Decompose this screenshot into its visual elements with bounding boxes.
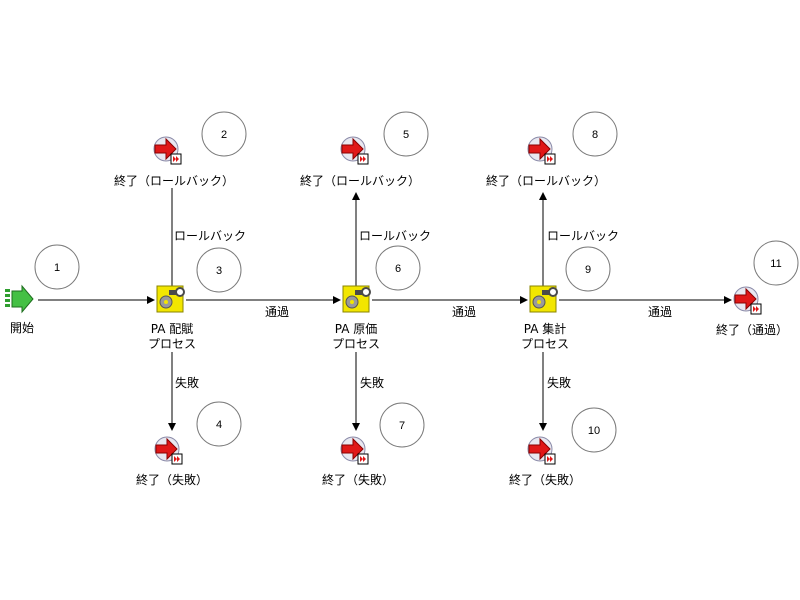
step-number-7: 7	[379, 402, 425, 448]
process-label-line1: PA 配賦	[151, 322, 194, 336]
end-arrow-icon	[733, 286, 762, 315]
step-number-3: 3	[196, 247, 242, 293]
step-number-4: 4	[196, 401, 242, 447]
svg-text:4: 4	[216, 419, 222, 431]
start-arrow-icon	[4, 285, 34, 313]
end-label: 終了（ロールバック）	[486, 173, 606, 188]
step-number-8: 8	[572, 111, 618, 157]
process-node-allocation[interactable]: PA 配賦 プロセス	[148, 285, 196, 351]
edge-label-fail-2: 失敗	[360, 375, 384, 390]
svg-text:2: 2	[221, 129, 227, 141]
process-node-summary[interactable]: PA 集計 プロセス	[521, 285, 569, 351]
step-number-1: 1	[34, 244, 80, 290]
end-arrow-icon	[340, 436, 369, 465]
svg-text:10: 10	[588, 425, 600, 437]
svg-text:1: 1	[54, 262, 60, 274]
process-gear-icon	[156, 285, 185, 313]
step-number-6: 6	[375, 245, 421, 291]
end-label: 終了（ロールバック）	[300, 173, 420, 188]
end-label: 終了（失敗）	[136, 472, 208, 487]
svg-text:7: 7	[399, 420, 405, 432]
process-node-cost[interactable]: PA 原価 プロセス	[332, 285, 380, 351]
end-node-pass[interactable]: 終了（通過）	[716, 286, 788, 337]
svg-text:5: 5	[403, 129, 409, 141]
end-label: 終了（失敗）	[322, 472, 394, 487]
edge-label-rollback-3: ロールバック	[547, 229, 619, 243]
end-arrow-icon	[340, 136, 369, 165]
end-node-rollback-1[interactable]: 終了（ロールバック）	[114, 136, 234, 188]
process-label-line1: PA 集計	[524, 321, 567, 336]
end-node-rollback-2[interactable]: 終了（ロールバック）	[300, 136, 420, 188]
end-node-fail-1[interactable]: 終了（失敗）	[136, 436, 208, 487]
edge-label-pass-2: 通過	[452, 305, 476, 319]
svg-text:9: 9	[585, 264, 591, 276]
end-node-rollback-3[interactable]: 終了（ロールバック）	[486, 136, 606, 188]
end-arrow-icon	[527, 436, 556, 465]
svg-text:8: 8	[592, 129, 598, 141]
process-label-line1: PA 原価	[335, 322, 378, 336]
edge-label-fail-1: 失敗	[175, 375, 199, 390]
step-number-2: 2	[201, 111, 247, 157]
svg-text:3: 3	[216, 265, 222, 277]
process-gear-icon	[529, 285, 558, 313]
end-node-fail-2[interactable]: 終了（失敗）	[322, 436, 394, 487]
end-label: 終了（失敗）	[509, 472, 581, 487]
end-arrow-icon	[153, 136, 182, 165]
end-arrow-icon	[527, 136, 556, 165]
start-node[interactable]: 開始	[4, 285, 34, 335]
process-label-line2: プロセス	[332, 337, 380, 351]
edge-label-pass-3: 通過	[648, 305, 672, 319]
start-label: 開始	[10, 321, 34, 335]
step-number-10: 10	[571, 407, 617, 453]
edge-label-rollback-1: ロールバック	[174, 229, 246, 243]
end-arrow-icon	[154, 436, 183, 465]
process-label-line2: プロセス	[148, 337, 196, 351]
svg-text:6: 6	[395, 263, 401, 275]
end-label: 終了（通過）	[716, 322, 788, 337]
process-gear-icon	[342, 285, 371, 313]
edge-label-rollback-2: ロールバック	[359, 229, 431, 243]
step-number-5: 5	[383, 111, 429, 157]
process-label-line2: プロセス	[521, 337, 569, 351]
step-number-11: 11	[753, 240, 799, 286]
step-number-9: 9	[565, 246, 611, 292]
svg-text:11: 11	[770, 258, 781, 270]
edge-label-fail-3: 失敗	[547, 375, 571, 390]
edge-label-pass-1: 通過	[265, 305, 289, 319]
end-label: 終了（ロールバック）	[114, 173, 234, 188]
end-node-fail-3[interactable]: 終了（失敗）	[509, 436, 581, 487]
